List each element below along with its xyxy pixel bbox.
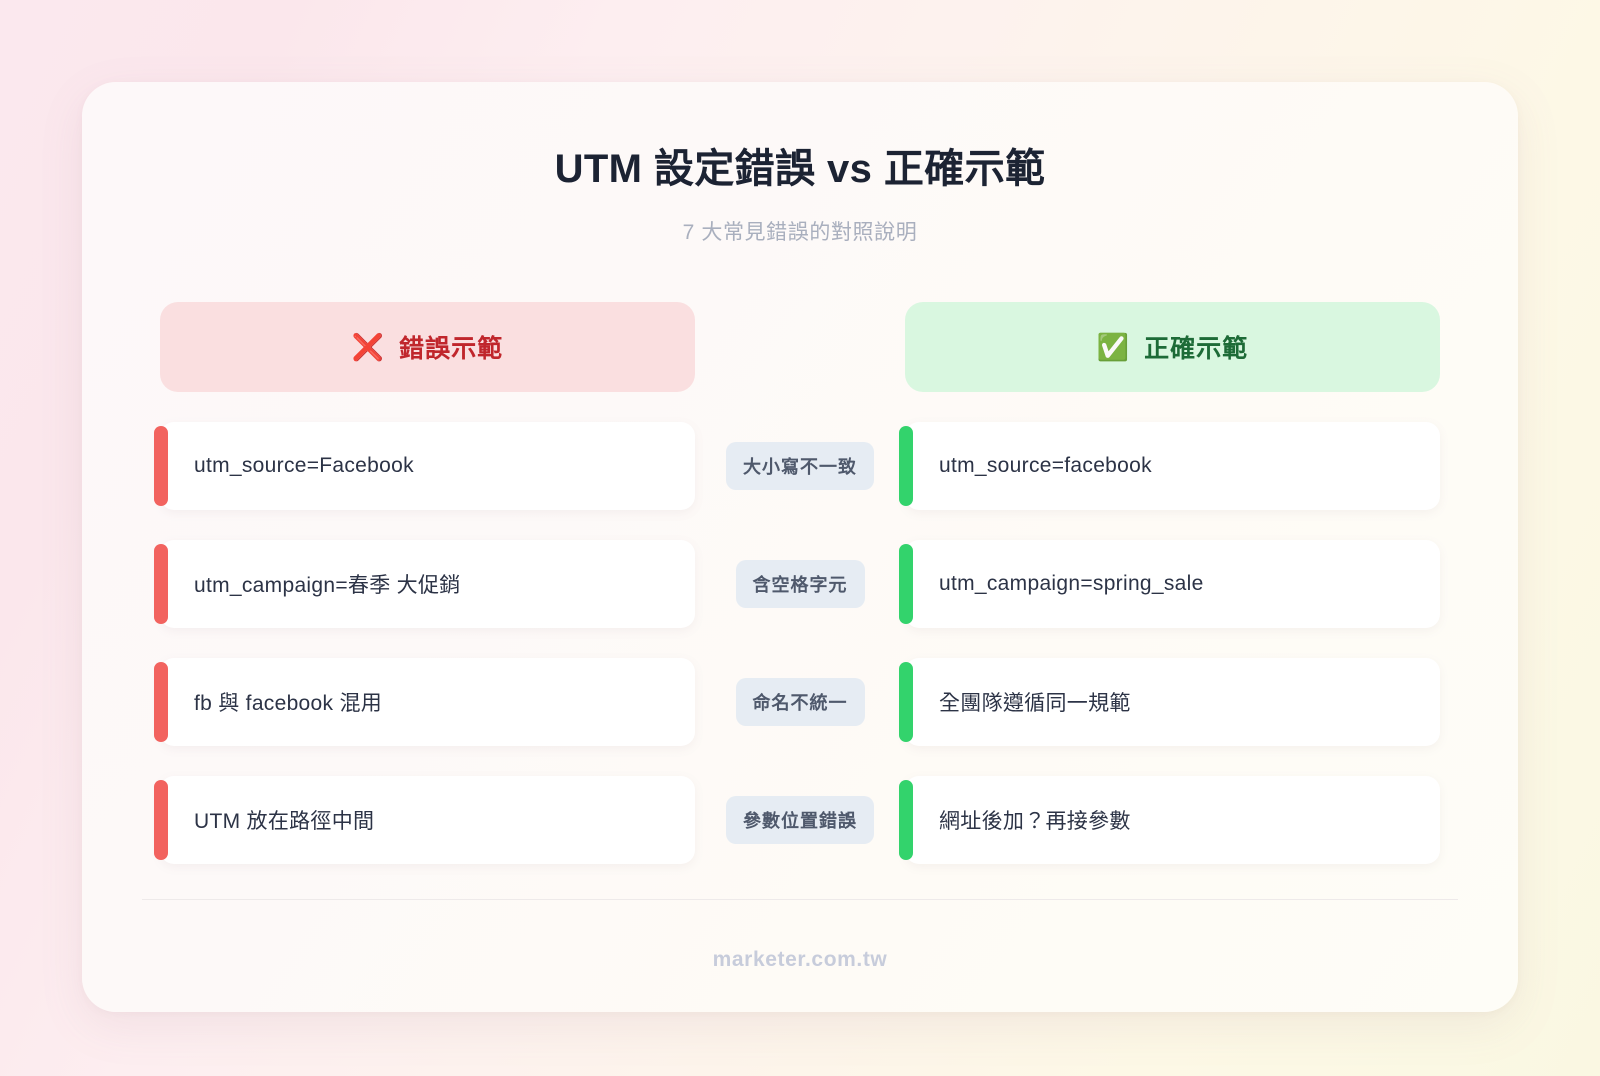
table-row-good: 全團隊遵循同一規範: [899, 658, 1440, 746]
check-mark-button-icon: ✅: [1096, 332, 1131, 362]
column-header-good-label: 正確示範: [1144, 335, 1249, 363]
row-label-cell: 命名不統一: [695, 658, 905, 746]
footer-divider: [142, 899, 1458, 900]
row-label-cell: 參數位置錯誤: [695, 776, 905, 864]
table-row-good: 網址後加？再接參數: [899, 776, 1440, 864]
status-badge: 大小寫不一致: [726, 442, 874, 490]
comparison-card: UTM 設定錯誤 vs 正確示範 7 大常見錯誤的對照說明 ❌ 錯誤示範 ✅ 正…: [82, 82, 1518, 1012]
row-label-cell: 含空格字元: [695, 540, 905, 628]
column-header-bad-label: 錯誤示範: [399, 335, 504, 363]
status-badge: 命名不統一: [735, 678, 865, 726]
column-header-spacer: [695, 302, 905, 392]
column-header-bad: ❌ 錯誤示範: [160, 302, 695, 392]
status-badge: 含空格字元: [735, 560, 865, 608]
card-footer: marketer.com.tw: [142, 893, 1458, 972]
table-row-bad: utm_campaign=春季 大促銷: [154, 540, 695, 628]
table-row-bad: utm_source=Facebook: [154, 422, 695, 510]
comparison-grid: ❌ 錯誤示範 ✅ 正確示範 utm_source=Facebook 大小寫不一致…: [142, 302, 1458, 864]
table-row-good: utm_campaign=spring_sale: [899, 540, 1440, 628]
table-row-bad: fb 與 facebook 混用: [154, 658, 695, 746]
status-badge: 參數位置錯誤: [726, 796, 874, 844]
page-title: UTM 設定錯誤 vs 正確示範: [554, 147, 1046, 191]
footer-site-label: marketer.com.tw: [712, 948, 888, 971]
column-header-good: ✅ 正確示範: [905, 302, 1440, 392]
table-row-bad: UTM 放在路徑中間: [154, 776, 695, 864]
row-label-cell: 大小寫不一致: [695, 422, 905, 510]
cross-mark-icon: ❌: [351, 332, 386, 362]
page-subtitle: 7 大常見錯誤的對照說明: [682, 221, 918, 244]
table-row-good: utm_source=facebook: [899, 422, 1440, 510]
